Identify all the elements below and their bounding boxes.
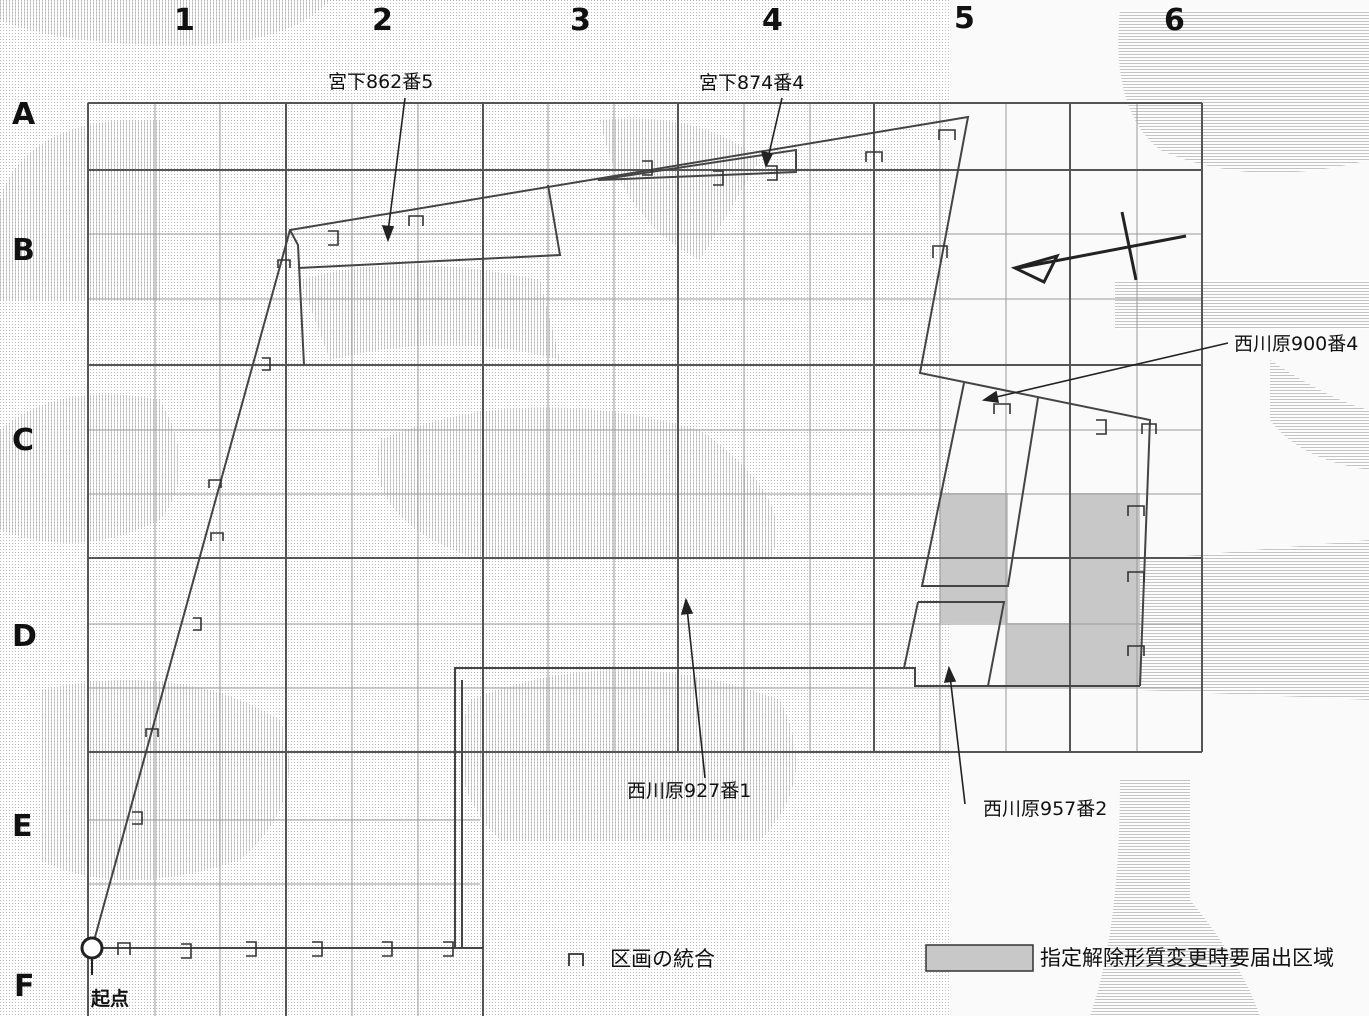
north-arrow-icon — [1010, 211, 1187, 284]
row-label-a: A — [12, 97, 36, 132]
legend-block-merge-icon — [568, 953, 584, 966]
block-merge-markers — [117, 129, 1157, 959]
parcel-label-miyashita-874-4: 宮下874番4 — [699, 72, 805, 94]
parcel-label-nishikawara-927-1: 西川原927番1 — [627, 780, 752, 802]
row-label-e: E — [12, 809, 33, 844]
column-label-6: 6 — [1164, 3, 1185, 38]
origin-point-icon — [80, 936, 104, 975]
column-label-3: 3 — [570, 3, 591, 38]
row-label-b: B — [12, 233, 35, 268]
origin-label: 起点 — [91, 988, 130, 1010]
callout-arrows — [381, 97, 1229, 805]
watermark-right — [1090, 10, 1369, 1016]
column-label-5: 5 — [954, 1, 975, 36]
parcel-label-nishikawara-957-2: 西川原957番2 — [983, 798, 1108, 820]
column-label-2: 2 — [372, 3, 393, 38]
row-label-c: C — [12, 423, 35, 458]
survey-boundary — [91, 115, 1152, 949]
row-label-d: D — [12, 619, 37, 654]
row-label-f: F — [14, 969, 35, 1004]
legend-block-merge-label: 区画の統合 — [610, 947, 715, 971]
legend-designated-area-swatch — [925, 944, 1034, 972]
column-label-4: 4 — [762, 3, 783, 38]
parcel-label-nishikawara-900-4: 西川原900番4 — [1234, 333, 1359, 355]
watermark-shapes — [0, 0, 796, 880]
column-label-1: 1 — [174, 3, 195, 38]
legend-designated-area-label: 指定解除形質変更時要届出区域 — [1040, 946, 1334, 970]
parcel-label-miyashita-862-5: 宮下862番5 — [328, 71, 434, 93]
grid-minor — [88, 103, 1202, 1016]
